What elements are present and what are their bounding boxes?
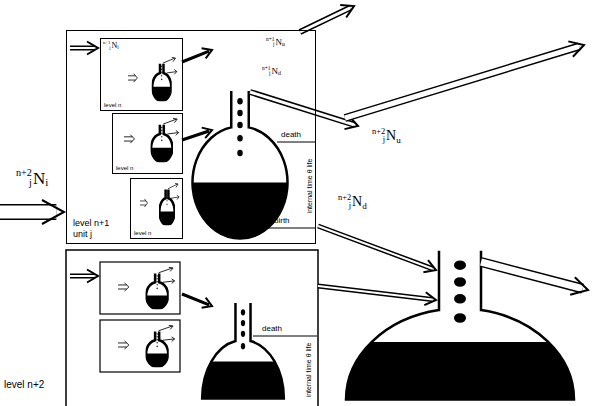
subscript: d — [362, 202, 367, 211]
arrow-shaft — [300, 8, 350, 32]
level-label: level n — [116, 165, 133, 171]
arrow-shaft — [70, 274, 94, 279]
arrow-shaft — [318, 226, 432, 269]
arrow-shaft — [250, 92, 354, 125]
arrow-head — [202, 298, 212, 308]
subscript: j — [29, 178, 32, 188]
level-box: level n+1 unit j level n level n level n — [66, 30, 316, 244]
arrow-head — [87, 42, 98, 55]
flask-unit — [118, 325, 175, 367]
level-box — [66, 250, 318, 406]
flask-unit — [140, 183, 179, 225]
life-bracket — [253, 336, 317, 337]
flask-unit — [124, 118, 179, 162]
index-stack: n+2j — [16, 168, 32, 188]
axis-label: internal time θ life — [305, 343, 312, 398]
arrow-head — [424, 292, 436, 305]
symbol: N — [33, 170, 45, 187]
arrow-shaft — [250, 92, 354, 125]
arrow-head — [202, 48, 212, 58]
notation: n+1jNi — [103, 41, 119, 51]
arrow-shaft — [70, 275, 94, 277]
subscript: i — [45, 177, 48, 188]
flow-arrows — [0, 5, 588, 308]
superscript: n+2 — [16, 168, 32, 178]
arrow-shaft — [0, 204, 56, 220]
arrow-shaft — [0, 206, 56, 219]
subscript: d — [278, 71, 281, 77]
symbol: N — [271, 67, 278, 76]
arrow-shaft — [345, 46, 579, 118]
arrow-head — [202, 128, 212, 139]
arrow-shaft — [481, 262, 583, 289]
arrow-shaft — [318, 226, 432, 269]
level-label: level n — [104, 102, 121, 108]
text-label: death — [262, 325, 282, 333]
symbol: N — [275, 38, 282, 47]
index-stack: n+1j — [103, 41, 111, 51]
flask — [202, 303, 284, 398]
arrow-shaft — [345, 46, 579, 118]
arrow-head — [568, 41, 584, 56]
subscript: j — [383, 136, 385, 144]
subscript: u — [396, 136, 401, 145]
text-label: death — [281, 131, 301, 139]
axis-label: internal time θ life — [306, 159, 313, 214]
arrow-head — [42, 200, 64, 224]
notation: n+2jNd — [338, 194, 367, 211]
sub-box — [100, 320, 180, 372]
flask-unit — [128, 57, 177, 101]
notation: n+2jNi — [16, 168, 48, 188]
notation: n+1jNu — [266, 37, 285, 48]
symbol: N — [352, 195, 362, 209]
arrow-shaft — [318, 286, 432, 300]
notation: n+2jNu — [372, 128, 401, 145]
notation: n+1jNd — [262, 66, 281, 77]
life-bracket — [268, 142, 315, 228]
level-label: level n+1 unit j — [73, 218, 121, 239]
superscript: n+2 — [372, 128, 385, 136]
sub-box — [100, 262, 180, 314]
unit-box: level n — [130, 178, 183, 239]
index-stack: n+1j — [266, 37, 274, 48]
symbol: N — [386, 129, 396, 143]
subscript: j — [273, 42, 275, 47]
arrow-shaft — [300, 8, 350, 32]
text-label: birth — [274, 217, 290, 225]
arrow-shaft — [182, 51, 209, 62]
index-stack: n+2j — [338, 194, 351, 211]
subscript: j — [109, 46, 110, 51]
index-stack: n+1j — [262, 66, 270, 77]
text-label: level n+2 — [4, 380, 44, 390]
arrow-head — [340, 5, 354, 18]
arrow-shaft — [182, 131, 209, 140]
subscript: i — [117, 45, 118, 50]
arrow-shaft — [481, 262, 583, 289]
arrow-shaft — [318, 286, 432, 300]
arrow-shaft — [70, 47, 94, 49]
flask-unit — [118, 267, 175, 309]
arrow-head — [570, 277, 588, 295]
symbol: N — [112, 42, 118, 50]
subscript: j — [349, 202, 351, 210]
subscript: j — [269, 71, 271, 76]
superscript: n+2 — [338, 194, 351, 202]
unit-box: level n — [112, 113, 183, 174]
arrow-shaft — [70, 46, 94, 51]
arrow-head — [423, 260, 436, 272]
level-label: level n — [134, 230, 151, 236]
arrow-shaft — [182, 294, 209, 305]
subscript: u — [282, 42, 285, 48]
index-stack: n+2j — [372, 128, 385, 145]
flask — [193, 91, 288, 239]
arrow-head — [87, 270, 98, 283]
